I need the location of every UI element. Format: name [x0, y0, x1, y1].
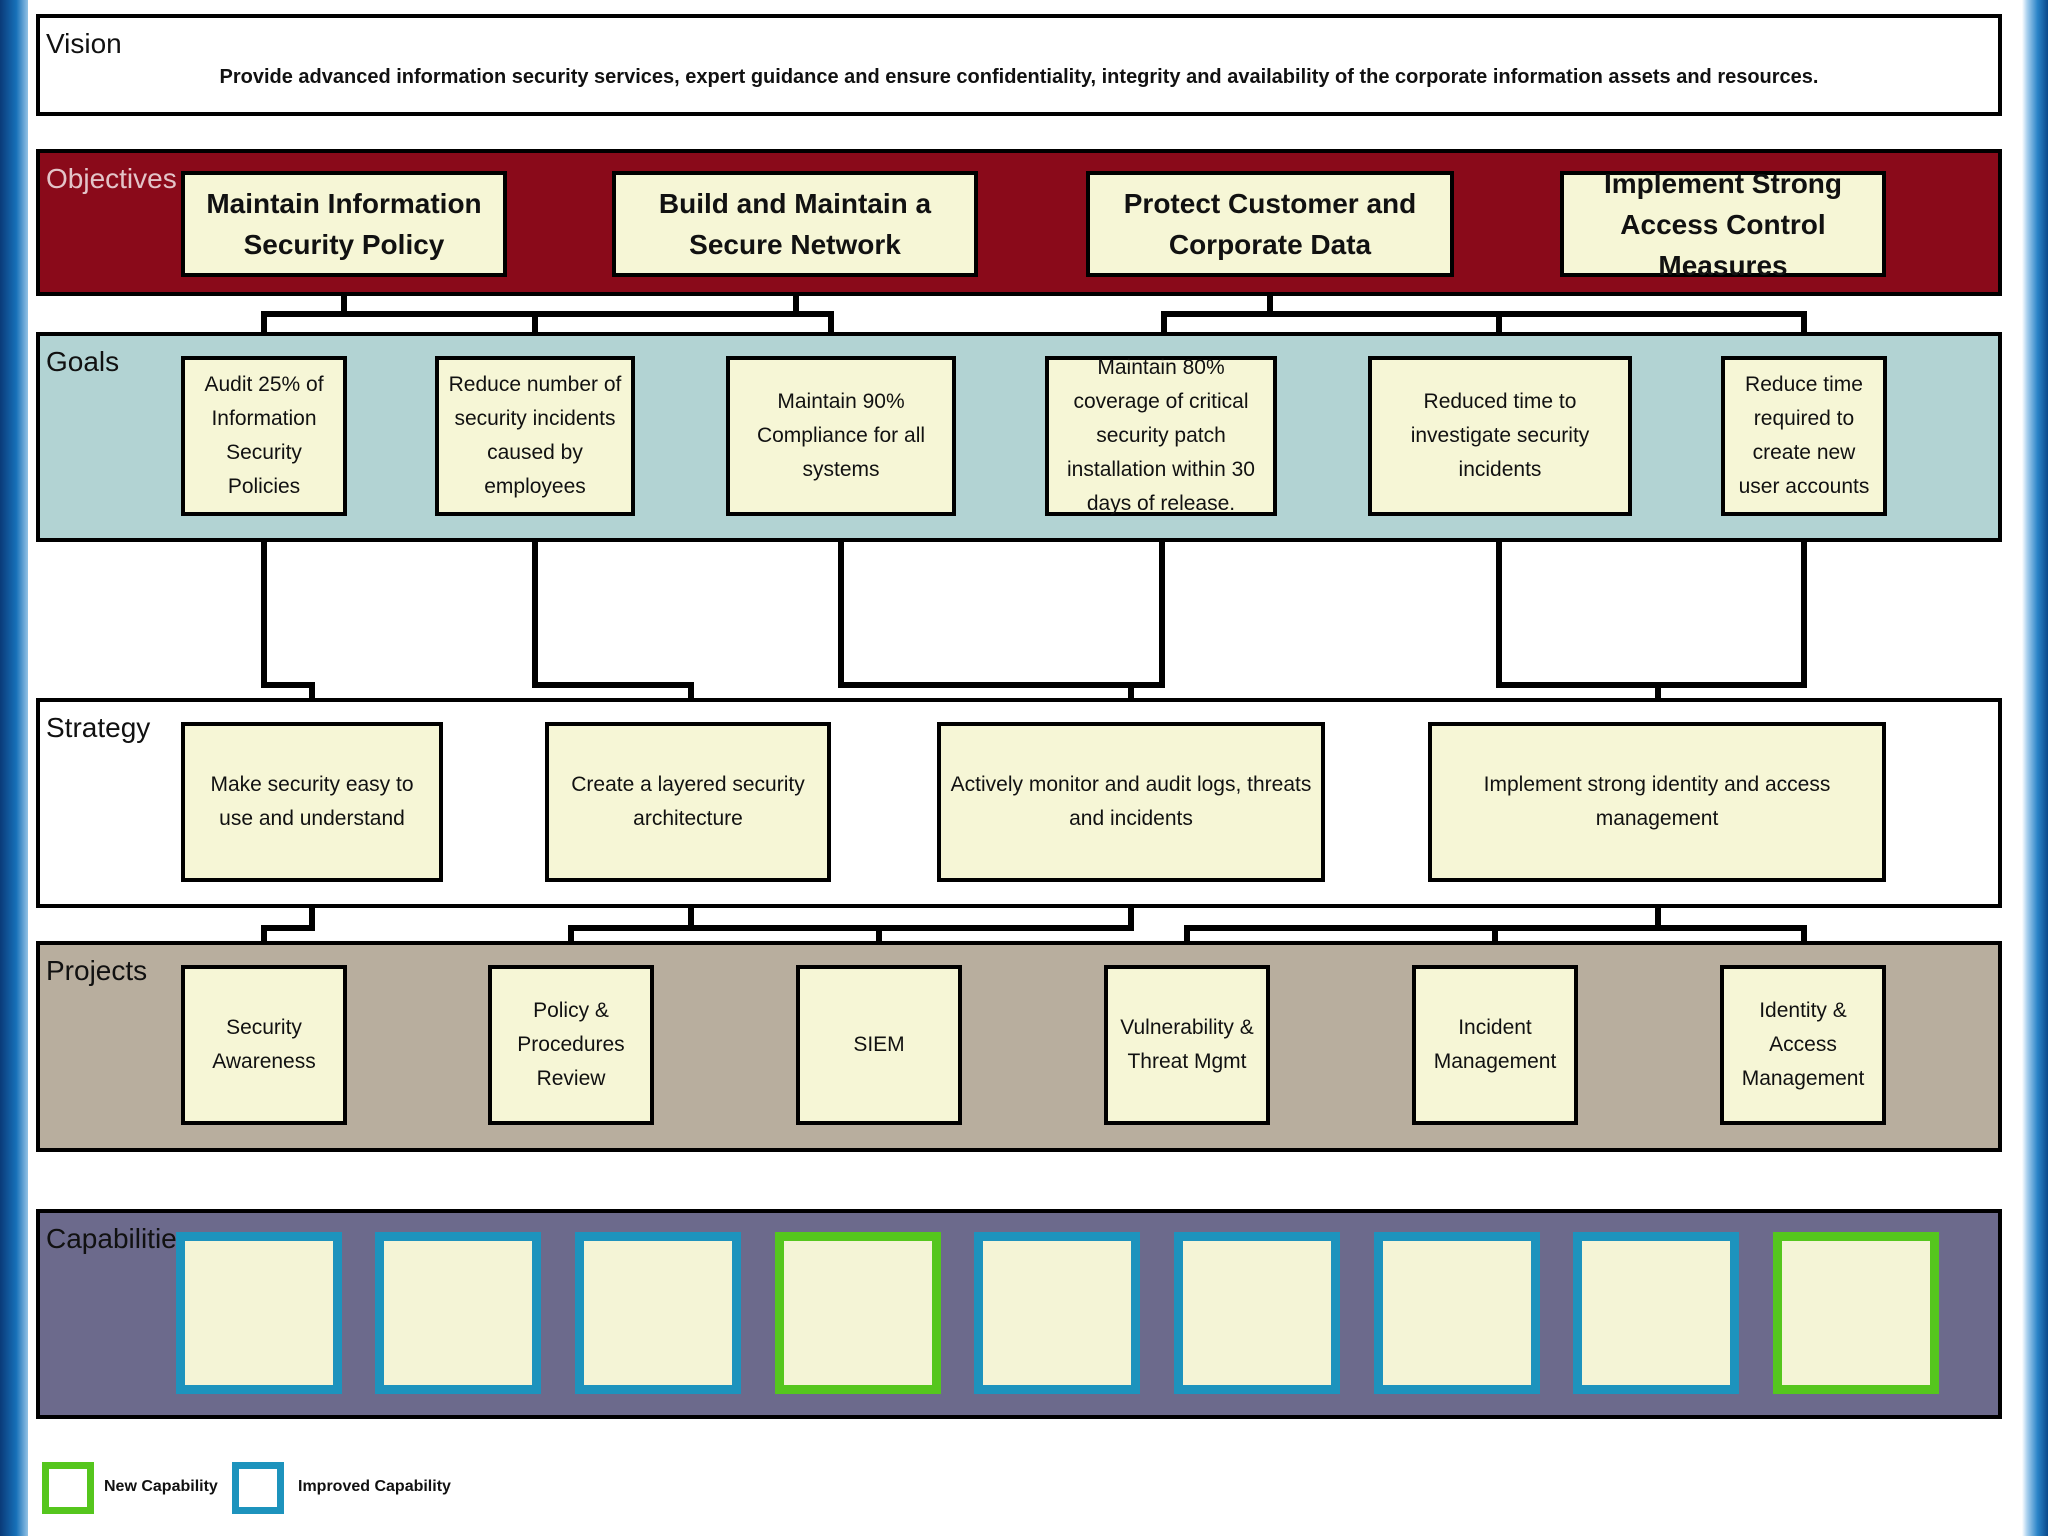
strategy-box: Actively monitor and audit logs, threats… — [937, 722, 1325, 882]
project-box: Vulnerability & Threat Mgmt — [1104, 965, 1270, 1125]
improved-capability-legend-label: Improved Capability — [298, 1478, 451, 1495]
improved-capability-box — [1374, 1232, 1540, 1394]
project-box: Policy & Procedures Review — [488, 965, 654, 1125]
improved-capability-box — [974, 1232, 1140, 1394]
new-capability-legend-label: New Capability — [104, 1478, 218, 1495]
objective-box: Implement Strong Access Control Measures — [1560, 168, 1886, 281]
improved-capability-box — [1573, 1232, 1739, 1394]
goal-box: Reduced time to investigate security inc… — [1368, 356, 1632, 516]
strategy-label: Strategy — [46, 712, 151, 743]
new-capability-box — [775, 1232, 941, 1394]
projects-label: Projects — [46, 955, 148, 986]
goal-box: Maintain 90% Compliance for all systems — [726, 356, 956, 516]
improved-capability-box — [575, 1232, 741, 1394]
objective-box: Maintain Information Security Policy — [181, 171, 507, 277]
projects-band: Projects — [36, 941, 2002, 1152]
project-box: Identity & Access Management — [1720, 965, 1886, 1125]
improved-capability-box — [375, 1232, 541, 1394]
project-box: Incident Management — [1412, 965, 1578, 1125]
strategy-box: Create a layered security architecture — [545, 722, 831, 882]
objectives-label: Objectives — [46, 163, 177, 194]
strategy-box: Make security easy to use and understand — [181, 722, 443, 882]
project-box: SIEM — [796, 965, 962, 1125]
strategy-map: Vision Provide advanced information secu… — [28, 0, 2018, 1536]
improved-capability-box — [176, 1232, 342, 1394]
objective-box: Build and Maintain a Secure Network — [612, 171, 978, 277]
vision-label: Vision — [46, 28, 122, 59]
goals-label: Goals — [46, 346, 120, 377]
goal-box: Audit 25% of Information Security Polici… — [181, 356, 347, 516]
goals-band: Goals — [36, 332, 2002, 542]
improved-capability-box — [1174, 1232, 1340, 1394]
vision-band: Vision Provide advanced information secu… — [36, 14, 2002, 116]
new-capability-legend-swatch — [42, 1462, 94, 1514]
objective-box: Protect Customer and Corporate Data — [1086, 171, 1454, 277]
new-capability-box — [1773, 1232, 1939, 1394]
goal-box: Reduce time required to create new user … — [1721, 356, 1887, 516]
project-box: Security Awareness — [181, 965, 347, 1125]
goal-box: Reduce number of security incidents caus… — [435, 356, 635, 516]
improved-capability-legend-swatch — [232, 1462, 284, 1514]
strategy-box: Implement strong identity and access man… — [1428, 722, 1886, 882]
vision-statement: Provide advanced information security se… — [219, 66, 1819, 88]
capabilities-label: Capabilities — [46, 1223, 191, 1254]
goal-box: Maintain 80% coverage of critical securi… — [1045, 356, 1277, 516]
right-edge-decoration — [2022, 0, 2048, 1536]
